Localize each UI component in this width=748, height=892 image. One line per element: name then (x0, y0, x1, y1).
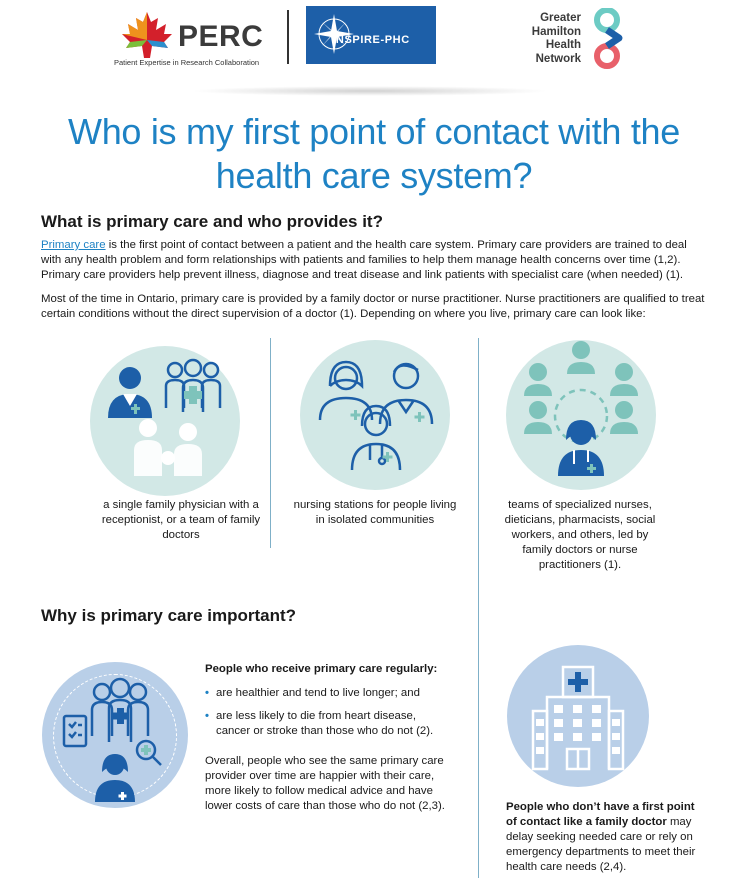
inspire-phc-logo[interactable]: INSPIRE-PHC (306, 6, 436, 64)
page-header: PERC Patient Expertise in Research Colla… (0, 0, 748, 88)
ghhn-line: Hamilton (531, 25, 581, 38)
care-team-icon (524, 341, 638, 476)
option-circle-family-physician (90, 346, 240, 496)
ghhn-line: Greater (540, 12, 581, 24)
perc-logo[interactable]: PERC Patient Expertise in Research Colla… (114, 8, 280, 68)
compass-star-icon (314, 14, 354, 54)
column-divider (478, 338, 479, 878)
overall-paragraph: Overall, people who see the same primary… (205, 755, 445, 812)
no-first-contact-paragraph: People who don’t have a first point of c… (506, 800, 706, 875)
patient-records-icon (62, 677, 162, 802)
no-first-contact-text: may delay seeking needed care or rely on… (506, 816, 696, 873)
page-title: Who is my first point of contact with th… (68, 111, 680, 196)
paragraph-primary-care: Primary care is the first point of conta… (41, 238, 708, 283)
nurses-icon (318, 360, 434, 471)
perc-wordmark: PERC (178, 20, 264, 53)
benefits-list: are healthier and tend to live longer; a… (205, 686, 450, 747)
option-circle-nursing-stations (300, 340, 450, 490)
list-item: are less likely to die from heart diseas… (205, 709, 450, 739)
benefits-heading: People who receive primary care regularl… (205, 663, 438, 675)
header-divider (287, 10, 289, 64)
no-first-contact-bold: People who don’t have a first point of c… (506, 801, 695, 828)
hospital-icon (531, 665, 625, 771)
option-caption: teams of specialized nurses, dieticians,… (504, 499, 656, 571)
column-divider (270, 338, 271, 548)
ghhn-line: Health (545, 39, 581, 51)
maple-leaf-icon (122, 12, 172, 58)
paragraph-ontario: Most of the time in Ontario, primary car… (41, 293, 705, 320)
ghhn-line: Network (535, 52, 581, 65)
ghhn-wordmark: Greater Hamilton Health Network (525, 12, 581, 66)
option-caption: a single family physician with a recepti… (101, 499, 261, 541)
family-physician-team-icon (108, 358, 222, 476)
ghhn-logo[interactable]: Greater Hamilton Health Network (525, 8, 645, 72)
primary-care-link[interactable]: Primary care (41, 239, 106, 251)
section-heading-what: What is primary care and who provides it… (41, 212, 383, 231)
paragraph-text: is the first point of contact between a … (41, 239, 687, 281)
list-item: are healthier and tend to live longer; a… (205, 686, 450, 701)
inspire-wordmark: INSPIRE-PHC (332, 34, 410, 46)
section-heading-why: Why is primary care important? (41, 606, 297, 625)
header-shadow (190, 86, 550, 96)
perc-subtitle: Patient Expertise in Research Collaborat… (114, 58, 260, 67)
ghhn-mark-icon (594, 8, 623, 69)
option-caption: nursing stations for people living in is… (293, 499, 457, 526)
